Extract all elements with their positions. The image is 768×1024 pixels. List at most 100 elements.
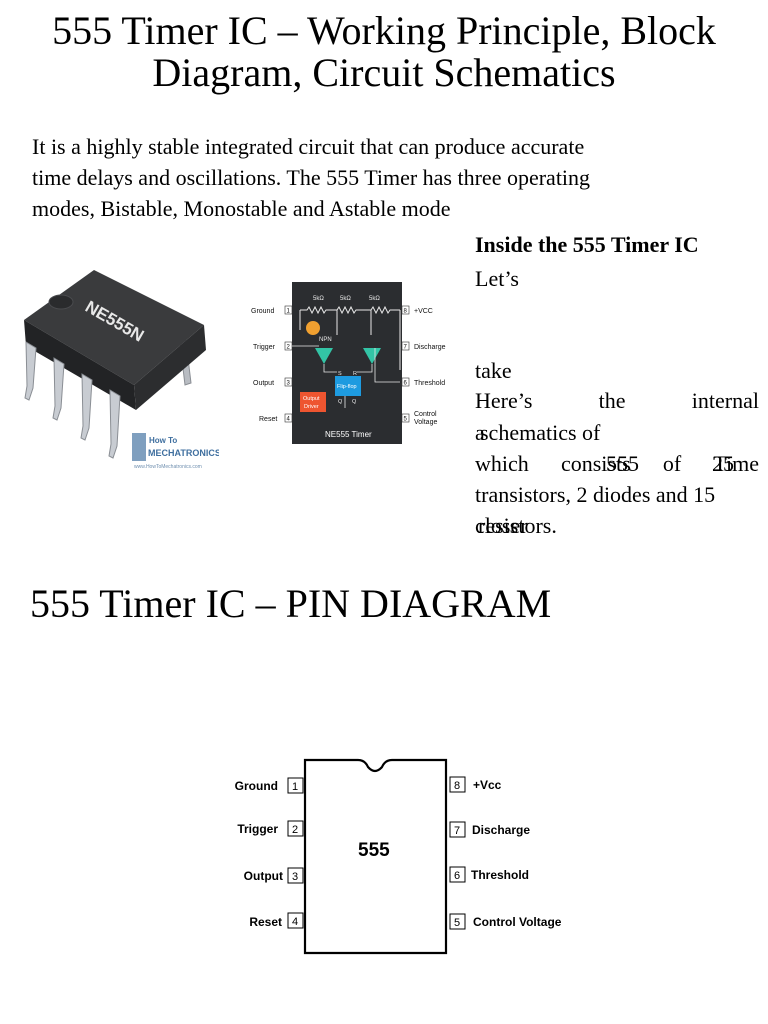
side-text-row-2-a: a: [475, 420, 485, 445]
chip-body: NE555N: [24, 270, 206, 410]
pin-right-6: 6 Threshold: [449, 866, 529, 883]
pin-label: Ground: [235, 779, 278, 793]
side-word: which: [475, 451, 529, 476]
pin-label: Threshold: [471, 868, 529, 882]
comparator-lower: [315, 348, 333, 364]
ne555-block-diagram: 1 Ground 2 Trigger 3 Output 4 Reset 8 +V…: [251, 282, 446, 444]
ic-chip-label: 555: [358, 840, 390, 861]
chip-legs-front: [24, 341, 121, 459]
ic-package: [292, 282, 402, 444]
side-text-row-2: a: [475, 420, 485, 446]
logo-url: www.HowToMechatronics.com: [134, 464, 202, 470]
block-pin-label: Ground: [251, 308, 274, 315]
side-text-take: take: [475, 358, 512, 383]
side-word: of: [662, 451, 682, 476]
block-pin-label: Trigger: [253, 344, 276, 351]
pin-label: Trigger: [237, 822, 278, 836]
pin-label: Control Voltage: [473, 915, 562, 929]
pin-diagram-heading: 555 Timer IC – PIN DIAGRAM: [30, 581, 552, 626]
block-right-pins: 8 +VCC 7 Discharge 6 Threshold 5 Control…: [401, 305, 446, 426]
page-title-line-1: 555 Timer IC – Working Principle, Block: [52, 8, 716, 53]
pin-left-1: 1 Ground: [235, 777, 304, 794]
side-text-row-4: transistors, 2 diodes and 15: [475, 482, 716, 507]
resistor-label: 5kΩ: [340, 296, 351, 302]
block-pin-num: 7: [404, 345, 408, 351]
resistor-label: 5kΩ: [313, 296, 324, 302]
side-word: Time: [713, 451, 759, 476]
side-text-lets: Let’s: [475, 266, 519, 291]
block-pin-label: Discharge: [414, 344, 446, 351]
pin-left-4: 4 Reset: [249, 912, 304, 929]
block-pin-label: Output: [253, 380, 274, 387]
flip-flop-label: Flip-flop: [337, 384, 357, 390]
flip-flop-block: [335, 376, 361, 396]
side-text-row-5-b: resistors.: [478, 513, 557, 538]
logo-line-1: How To: [149, 436, 177, 445]
resistor-label: 5kΩ: [369, 296, 380, 302]
side-text-row-1: Here’s the internal: [475, 388, 759, 414]
flip-flop-s: S: [338, 371, 342, 377]
flip-flop-q: Q: [338, 399, 343, 405]
block-pin-label: Reset: [259, 416, 277, 423]
pin-number: 3: [292, 871, 298, 883]
npn-label: NPN: [319, 337, 332, 343]
howtomechatronics-logo: How To MECHATRONICS www.HowToMechatronic…: [132, 433, 219, 470]
side-text-row-3: which consists of Time: [475, 451, 759, 477]
block-pin-num: 6: [404, 381, 408, 387]
block-pin-label: +VCC: [414, 308, 433, 315]
pin-label: Discharge: [472, 823, 530, 837]
flip-flop-qbar: Q: [352, 399, 357, 405]
pin-right-8: 8 +Vcc: [449, 776, 502, 793]
side-text-row-2-b: schematics of: [480, 420, 601, 445]
block-pin-num: 3: [287, 381, 291, 387]
output-driver-block: [300, 392, 326, 412]
block-left-pins: 1 Ground 2 Trigger 3 Output 4 Reset: [251, 305, 293, 423]
side-word: consists: [560, 451, 631, 476]
pin-right-7: 7 Discharge: [449, 821, 530, 838]
pin-label: +Vcc: [473, 778, 502, 792]
pin-label: Output: [244, 869, 283, 883]
resistor-chain: [299, 305, 401, 370]
logo-line-2: MECHATRONICS: [148, 448, 219, 458]
side-heading: Inside the 555 Timer IC: [475, 232, 699, 257]
ne555-chip-photo: NE555N How To MECHATRONICS www.HowToMech…: [24, 270, 219, 470]
intro-line-3: modes, Bistable, Monostable and Astable …: [32, 196, 451, 221]
pin-diagram: 555 1 Ground 2 Trigger 3 Output 4 Reset …: [235, 758, 562, 955]
output-driver-label-2: Driver: [304, 404, 319, 410]
side-word: Here’s: [475, 388, 533, 413]
page-title-line-2: Diagram, Circuit Schematics: [152, 50, 616, 95]
pin-number: 2: [292, 824, 298, 836]
comparator-upper: [363, 348, 381, 364]
block-pin-label: Threshold: [414, 380, 445, 387]
pin-number: 8: [454, 780, 460, 792]
intro-line-2: time delays and oscillations. The 555 Ti…: [32, 165, 591, 190]
side-text-row-5-a: closer: [475, 513, 528, 538]
side-text-row-3-overlay-2: 25: [712, 451, 734, 476]
block-pin-label-2: Voltage: [414, 419, 437, 426]
pin-left-2: 2 Trigger: [237, 820, 304, 837]
resistor-labels: 5kΩ 5kΩ 5kΩ: [313, 296, 380, 302]
pin-number: 1: [292, 781, 298, 793]
ic-outline: [303, 758, 448, 955]
pin-label: Reset: [249, 915, 282, 929]
pin-number: 6: [454, 870, 460, 882]
output-driver-label: Output: [303, 396, 320, 402]
intro-paragraph: It is a highly stable integrated circuit…: [32, 131, 732, 224]
pin-number: 5: [454, 917, 460, 929]
page-title: 555 Timer IC – Working Principle, Block …: [0, 10, 768, 94]
block-pin-num: 1: [287, 309, 291, 315]
pin-number: 7: [454, 825, 460, 837]
side-text-row-3-overlay: 555: [606, 451, 639, 476]
npn-transistor: [306, 321, 320, 335]
block-pin-num: 5: [404, 417, 408, 423]
pin-right-5: 5 Control Voltage: [449, 913, 562, 930]
flip-flop-r: R: [353, 371, 357, 377]
block-pin-num: 2: [287, 345, 291, 351]
intro-line-1: It is a highly stable integrated circuit…: [32, 134, 585, 159]
side-word: internal: [691, 388, 759, 413]
internal-wiring: [292, 345, 400, 408]
block-diagram-caption: NE555 Timer: [325, 430, 372, 439]
block-pin-num: 4: [287, 417, 291, 423]
pin-left-3: 3 Output: [244, 867, 304, 884]
pin-number: 4: [292, 916, 298, 928]
